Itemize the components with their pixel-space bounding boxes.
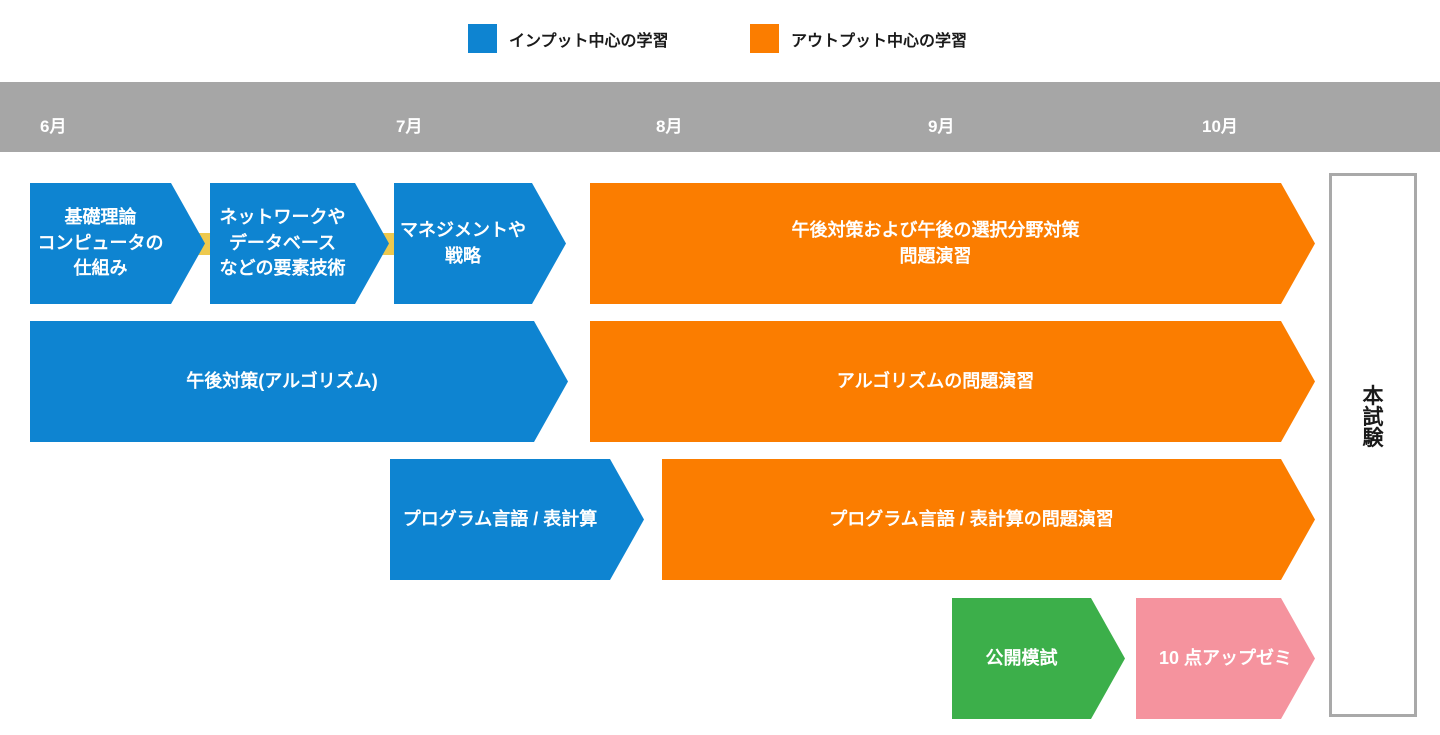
arrow-ten-point-up: 10 点アップゼミ (1136, 598, 1315, 719)
exam-box: 本 試 験 (1329, 173, 1417, 717)
legend-swatch-input-icon (468, 24, 497, 53)
arrow-programming-practice: プログラム言語 / 表計算の問題演習 (662, 459, 1315, 580)
legend-item-input: インプット中心の学習 (468, 24, 669, 53)
month-bar: 6月 7月 8月 9月 10月 (0, 82, 1440, 152)
arrow-basic-theory: 基礎理論 コンピュータの 仕組み (30, 183, 205, 304)
arrow-mock-exam: 公開模試 (952, 598, 1125, 719)
legend-label-output: アウトプット中心の学習 (791, 32, 968, 50)
arrow-management: マネジメントや 戦略 (394, 183, 566, 304)
legend-item-output: アウトプット中心の学習 (750, 24, 967, 53)
month-label-july: 7月 (396, 117, 423, 136)
arrow-programming: プログラム言語 / 表計算 (390, 459, 644, 580)
arrow-afternoon-practice: 午後対策および午後の選択分野対策 問題演習 (590, 183, 1315, 304)
month-label-october: 10月 (1202, 117, 1238, 136)
legend-swatch-output-icon (750, 24, 779, 53)
month-label-august: 8月 (656, 117, 683, 136)
legend-label-input: インプット中心の学習 (509, 32, 669, 50)
arrow-algorithm: 午後対策(アルゴリズム) (30, 321, 568, 442)
arrow-algorithm-practice: アルゴリズムの問題演習 (590, 321, 1315, 442)
arrow-network-db: ネットワークや データベース などの要素技術 (210, 183, 389, 304)
exam-label: 本 試 験 (1362, 384, 1384, 450)
month-label-june: 6月 (40, 117, 67, 136)
month-label-september: 9月 (928, 117, 955, 136)
